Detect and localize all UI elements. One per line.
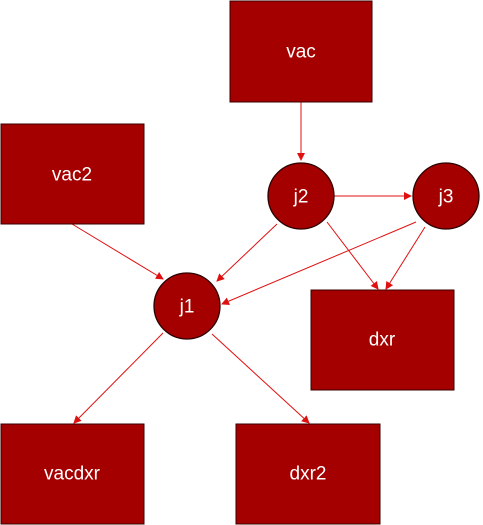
node-vacdxr[interactable]: vacdxr: [0, 423, 145, 525]
edge-vac2-j1: [71, 223, 164, 280]
node-dxr[interactable]: dxr: [310, 289, 455, 391]
node-label: j2: [293, 187, 309, 208]
node-label: dxr2: [290, 464, 327, 485]
node-label: vac: [286, 42, 316, 63]
node-dxr2[interactable]: dxr2: [235, 423, 381, 525]
node-j3[interactable]: j3: [412, 162, 480, 230]
edge-j2-dxr: [326, 221, 379, 290]
node-label: vac2: [52, 165, 92, 186]
edge-j1-dxr2: [211, 333, 310, 424]
node-vac2[interactable]: vac2: [0, 123, 145, 225]
node-label: j1: [179, 297, 195, 318]
edge-j3-dxr: [385, 226, 426, 290]
node-j2[interactable]: j2: [267, 162, 335, 230]
edge-j2-j1: [216, 223, 278, 282]
edges-layer: [71, 102, 426, 424]
node-label: vacdxr: [44, 464, 101, 485]
edge-j3-j1: [221, 221, 417, 305]
edge-j1-vacdxr: [73, 332, 164, 424]
node-vac[interactable]: vac: [229, 0, 373, 103]
node-label: dxr: [369, 330, 396, 351]
node-label: j3: [438, 187, 454, 208]
node-j1[interactable]: j1: [153, 272, 221, 340]
